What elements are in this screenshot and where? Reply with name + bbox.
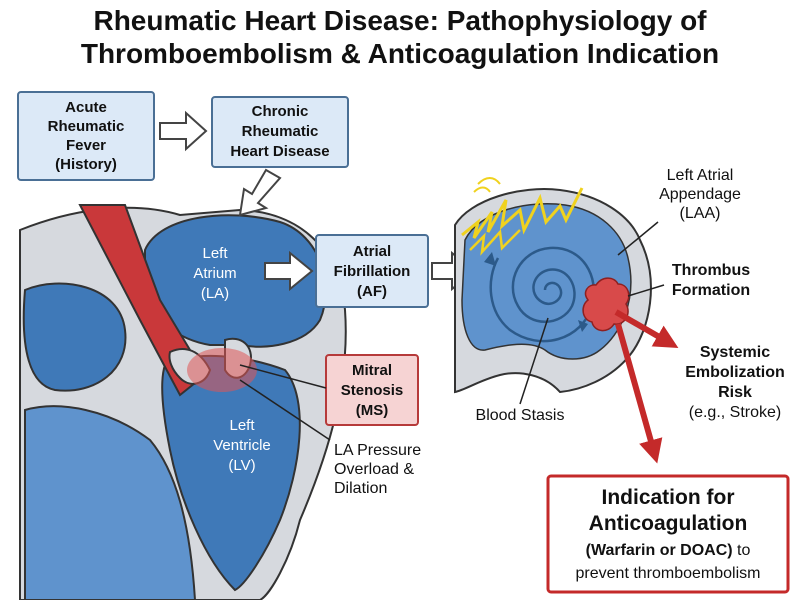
af-box: Atrial Fibrillation (AF) bbox=[315, 234, 429, 308]
page-title: Rheumatic Heart Disease: Pathophysiology… bbox=[0, 4, 800, 70]
svg-text:LA Pressure: LA Pressure bbox=[334, 442, 421, 459]
arrow-la-to-af bbox=[264, 250, 314, 292]
thrombus-leader-line bbox=[627, 284, 665, 297]
heart-illustration: Left Atrium (LA) Left Ventricle (LV) bbox=[19, 204, 347, 600]
svg-text:Rheumatic: Rheumatic bbox=[242, 123, 319, 140]
arrow-chronic-to-heart bbox=[238, 168, 282, 217]
svg-text:(LAA): (LAA) bbox=[680, 205, 721, 222]
svg-text:Indication for: Indication for bbox=[602, 486, 735, 509]
svg-text:(MS): (MS) bbox=[356, 402, 389, 419]
svg-text:Systemic: Systemic bbox=[700, 344, 770, 361]
fibrillation-lightning-icon bbox=[469, 229, 521, 256]
svg-text:Embolization: Embolization bbox=[685, 364, 785, 381]
svg-text:Risk: Risk bbox=[718, 384, 752, 401]
arrow-acute-to-chronic bbox=[159, 110, 208, 152]
svg-text:Heart Disease: Heart Disease bbox=[230, 143, 329, 160]
arrow-thrombus-to-anticoagulation bbox=[615, 323, 663, 464]
svg-text:Rheumatic: Rheumatic bbox=[48, 118, 125, 135]
svg-text:Stenosis: Stenosis bbox=[341, 382, 404, 399]
laa-illustration bbox=[454, 177, 652, 394]
fibrillation-spark-icon bbox=[477, 177, 501, 185]
svg-text:Dilation: Dilation bbox=[334, 480, 387, 497]
svg-text:Formation: Formation bbox=[672, 282, 750, 299]
svg-text:Mitral: Mitral bbox=[352, 362, 392, 379]
ms-leader-line bbox=[239, 364, 327, 389]
svg-text:prevent thromboembolism: prevent thromboembolism bbox=[576, 565, 761, 582]
svg-text:Appendage: Appendage bbox=[659, 186, 741, 203]
svg-text:Atrial: Atrial bbox=[353, 243, 391, 260]
laa-leader-line bbox=[617, 221, 659, 256]
la-label: Left bbox=[202, 245, 228, 262]
la-label: (LA) bbox=[201, 285, 229, 302]
lv-label: Left bbox=[229, 417, 255, 434]
svg-text:Acute: Acute bbox=[65, 99, 107, 116]
svg-text:Anticoagulation: Anticoagulation bbox=[589, 512, 748, 535]
right-atrium bbox=[22, 282, 127, 392]
ms-box: Mitral Stenosis (MS) bbox=[325, 354, 419, 426]
lv-label: (LV) bbox=[228, 457, 255, 474]
svg-text:Overload &: Overload & bbox=[334, 461, 414, 478]
title-line-1: Rheumatic Heart Disease: Pathophysiology… bbox=[93, 5, 707, 36]
svg-text:(AF): (AF) bbox=[357, 283, 387, 300]
embolization-annotation: Systemic Embolization Risk (e.g., Stroke… bbox=[685, 344, 785, 421]
fibrillation-spark-icon bbox=[473, 186, 491, 193]
thrombus-annotation: Thrombus Formation bbox=[672, 262, 750, 299]
la-pressure-annotation: LA Pressure Overload & Dilation bbox=[334, 442, 421, 497]
flow-arrow bbox=[578, 320, 588, 332]
la-pressure-leader-line bbox=[239, 379, 331, 441]
lv-label: Ventricle bbox=[213, 437, 271, 454]
blood-stasis-swirl bbox=[489, 246, 596, 343]
laa-annotation: Left Atrial Appendage (LAA) bbox=[659, 167, 741, 222]
chronic-rhd-box: Chronic Rheumatic Heart Disease bbox=[211, 96, 349, 168]
acute-rf-box: Acute Rheumatic Fever (History) bbox=[17, 91, 155, 181]
svg-text:Left Atrial: Left Atrial bbox=[667, 167, 734, 184]
right-ventricle bbox=[24, 405, 197, 600]
svg-text:Fibrillation: Fibrillation bbox=[334, 263, 411, 280]
svg-text:Thrombus: Thrombus bbox=[672, 262, 750, 279]
svg-text:Chronic: Chronic bbox=[252, 103, 309, 120]
svg-text:(History): (History) bbox=[55, 156, 117, 173]
blood-stasis-label: Blood Stasis bbox=[476, 407, 565, 424]
flow-arrow bbox=[484, 252, 496, 266]
title-line-2: Thromboembolism & Anticoagulation Indica… bbox=[80, 38, 720, 69]
svg-text:Fever: Fever bbox=[66, 137, 106, 154]
arrow-thrombus-to-embolization bbox=[614, 309, 679, 348]
blood-stasis-leader-line bbox=[519, 317, 549, 405]
anticoagulation-box: Indication for Anticoagulation (Warfarin… bbox=[546, 474, 790, 594]
thrombus bbox=[582, 277, 630, 332]
svg-text:(Warfarin or DOAC) to: (Warfarin or DOAC) to bbox=[586, 542, 751, 559]
fibrillation-lightning-icon bbox=[461, 187, 584, 239]
mitral-stenosis-area bbox=[187, 348, 257, 392]
left-atrium bbox=[144, 214, 327, 348]
svg-text:(e.g., Stroke): (e.g., Stroke) bbox=[689, 404, 781, 421]
la-label: Atrium bbox=[193, 265, 236, 282]
left-ventricle bbox=[161, 354, 301, 592]
